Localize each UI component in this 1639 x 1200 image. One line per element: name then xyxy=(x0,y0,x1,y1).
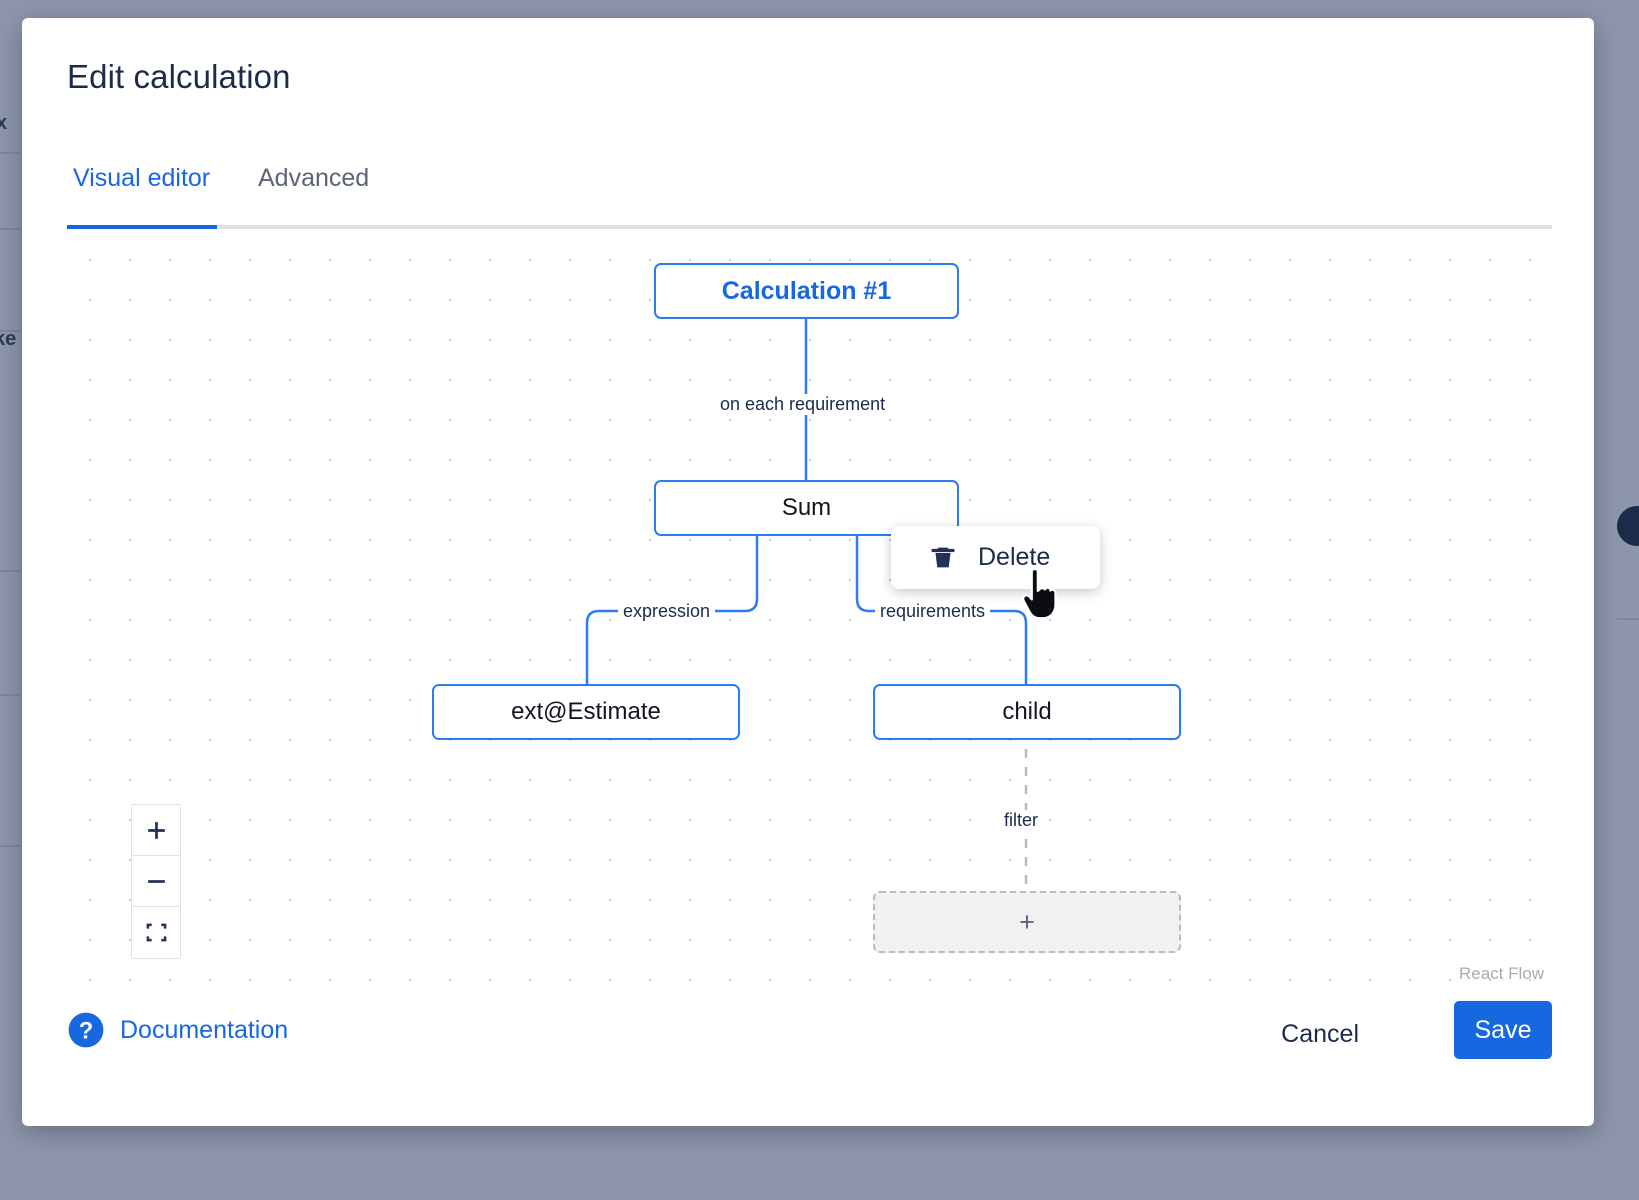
edge-label-expression: expression xyxy=(618,601,716,622)
zoom-out-button[interactable] xyxy=(132,856,180,907)
node-context-menu: Delete xyxy=(891,526,1100,589)
trash-icon xyxy=(931,547,955,567)
backdrop-divider xyxy=(0,570,20,572)
tab-underline-track xyxy=(67,225,1552,229)
node-calculation-root[interactable]: Calculation #1 xyxy=(654,263,959,319)
fit-view-icon xyxy=(146,923,166,942)
save-button[interactable]: Save xyxy=(1454,1001,1552,1059)
svg-text:?: ? xyxy=(79,1018,94,1045)
backdrop-divider xyxy=(0,228,20,230)
edge-label-filter: filter xyxy=(999,810,1044,831)
backdrop-divider xyxy=(0,845,20,847)
page-title: Edit calculation xyxy=(67,58,291,95)
edge-layer xyxy=(585,318,1028,891)
react-flow-attribution: React Flow xyxy=(1458,964,1544,983)
canvas-controls xyxy=(131,804,181,959)
flow-canvas[interactable]: Calculation #1 Sum ext@Estimate child + … xyxy=(67,229,1552,989)
node-add-filter-placeholder[interactable]: + xyxy=(873,891,1181,953)
context-menu-delete-label[interactable]: Delete xyxy=(978,543,1051,571)
fit-view-button[interactable] xyxy=(132,907,180,958)
documentation-link[interactable]: ? Documentation xyxy=(67,1011,288,1049)
tab-bar: Visual editor Advanced xyxy=(67,163,1552,229)
backdrop-divider xyxy=(0,152,20,154)
tab-advanced[interactable]: Advanced xyxy=(252,163,375,214)
tab-visual-editor[interactable]: Visual editor xyxy=(67,163,216,214)
cancel-button[interactable]: Cancel xyxy=(1271,1006,1369,1063)
edge-label-requirements: requirements xyxy=(875,601,991,622)
backdrop-divider xyxy=(1617,618,1639,620)
edge-label-on-each-requirement: on each requirement xyxy=(715,394,891,415)
help-circle-icon: ? xyxy=(68,1012,104,1048)
plus-icon xyxy=(147,821,165,839)
backdrop-divider xyxy=(0,694,20,696)
minus-icon xyxy=(147,879,165,883)
backdrop-text-fragment-2: ke xyxy=(0,328,17,350)
backdrop-divider xyxy=(0,330,20,332)
backdrop-avatar xyxy=(1617,506,1639,546)
edit-calculation-dialog: Edit calculation Visual editor Advanced … xyxy=(22,18,1594,1126)
node-child[interactable]: child xyxy=(873,684,1181,740)
backdrop-text-fragment-1: x xyxy=(0,112,8,134)
zoom-in-button[interactable] xyxy=(132,805,180,856)
dialog-footer: ? Documentation Cancel Save xyxy=(22,991,1594,1126)
documentation-label: Documentation xyxy=(120,1015,289,1044)
node-ext-estimate[interactable]: ext@Estimate xyxy=(432,684,740,740)
tab-active-indicator xyxy=(67,225,217,229)
